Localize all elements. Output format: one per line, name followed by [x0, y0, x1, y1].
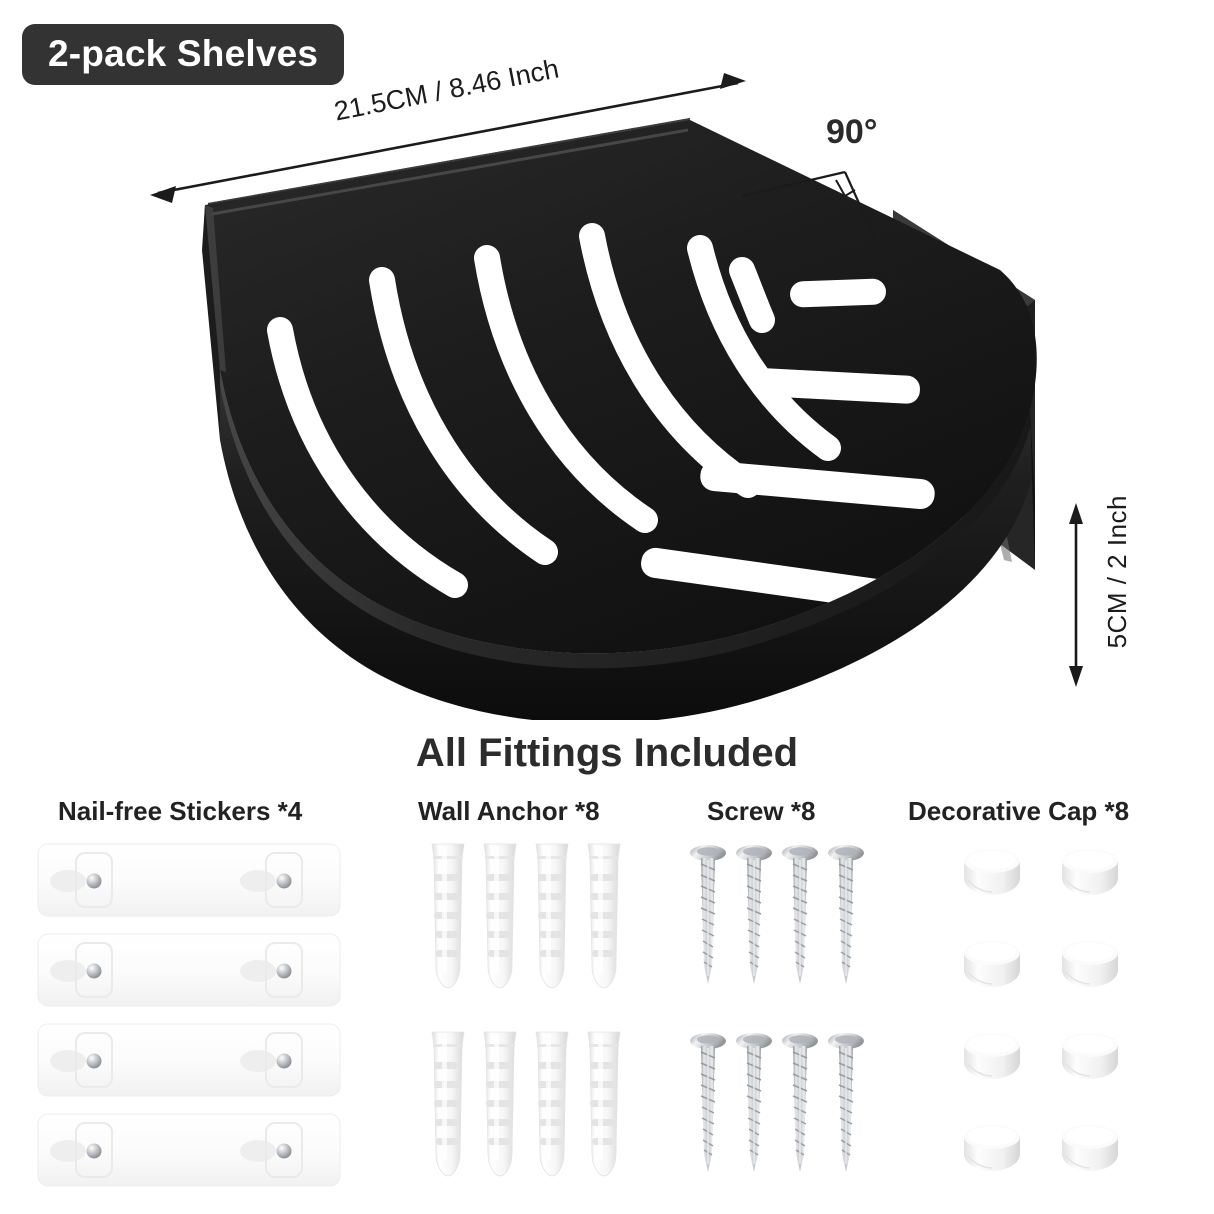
shelf-deck — [204, 120, 1037, 654]
wall-anchor — [483, 1031, 517, 1177]
screw — [734, 1031, 774, 1174]
decorative-cap — [963, 1124, 1021, 1172]
screw — [826, 1031, 866, 1174]
decorative-cap — [1061, 1124, 1119, 1172]
decorative-cap — [963, 1032, 1021, 1080]
wall-anchor-group — [431, 843, 621, 1177]
screw — [688, 1031, 728, 1174]
decorative-cap-group — [963, 848, 1119, 1172]
fittings-section-title: All Fittings Included — [415, 731, 799, 775]
fittings-column-label-screws: Screw *8 — [707, 796, 816, 826]
fittings-column-label-anchors: Wall Anchor *8 — [418, 796, 600, 826]
decorative-cap — [1061, 1032, 1119, 1080]
screw-group — [688, 843, 866, 1174]
nail-free-sticker-group — [37, 843, 341, 1187]
angle-dimension-indicator — [741, 170, 900, 291]
nail-free-sticker — [37, 933, 341, 1007]
shelf-illustration — [150, 73, 1083, 720]
decorative-cap — [1061, 848, 1119, 896]
wall-anchor — [535, 843, 569, 989]
wall-anchor — [431, 843, 465, 989]
fittings-column-label-stickers: Nail-free Stickers *4 — [58, 796, 303, 826]
fittings-illustration — [37, 843, 1119, 1187]
nail-free-sticker — [37, 1023, 341, 1097]
wall-anchor — [483, 843, 517, 989]
screw — [780, 843, 820, 986]
screw — [688, 843, 728, 986]
decorative-cap — [963, 848, 1021, 896]
decorative-cap — [1061, 940, 1119, 988]
wall-anchor — [431, 1031, 465, 1177]
height-dimension-label: 5CM / 2 Inch — [1102, 495, 1132, 649]
decorative-cap — [963, 940, 1021, 988]
height-dimension-arrow — [1069, 503, 1083, 687]
nail-free-sticker — [37, 1113, 341, 1187]
wall-anchor — [587, 843, 621, 989]
screw — [734, 843, 774, 986]
screw — [826, 843, 866, 986]
width-dimension-arrow — [150, 73, 746, 203]
wall-anchor — [535, 1031, 569, 1177]
fittings-parts-area — [0, 830, 1214, 1214]
product-hero: 21.5CM / 8.46 Inch 90° 5CM / 2 Inch — [150, 54, 1132, 720]
deck-slot-group — [267, 223, 935, 613]
nail-free-sticker — [37, 843, 341, 917]
wall-anchor — [587, 1031, 621, 1177]
shelf-front-rim — [220, 370, 1032, 720]
fittings-column-label-caps: Decorative Cap *8 — [908, 796, 1130, 826]
angle-dimension-label: 90° — [826, 113, 878, 151]
screw — [780, 1031, 820, 1174]
pack-count-badge: 2-pack Shelves — [22, 24, 345, 85]
